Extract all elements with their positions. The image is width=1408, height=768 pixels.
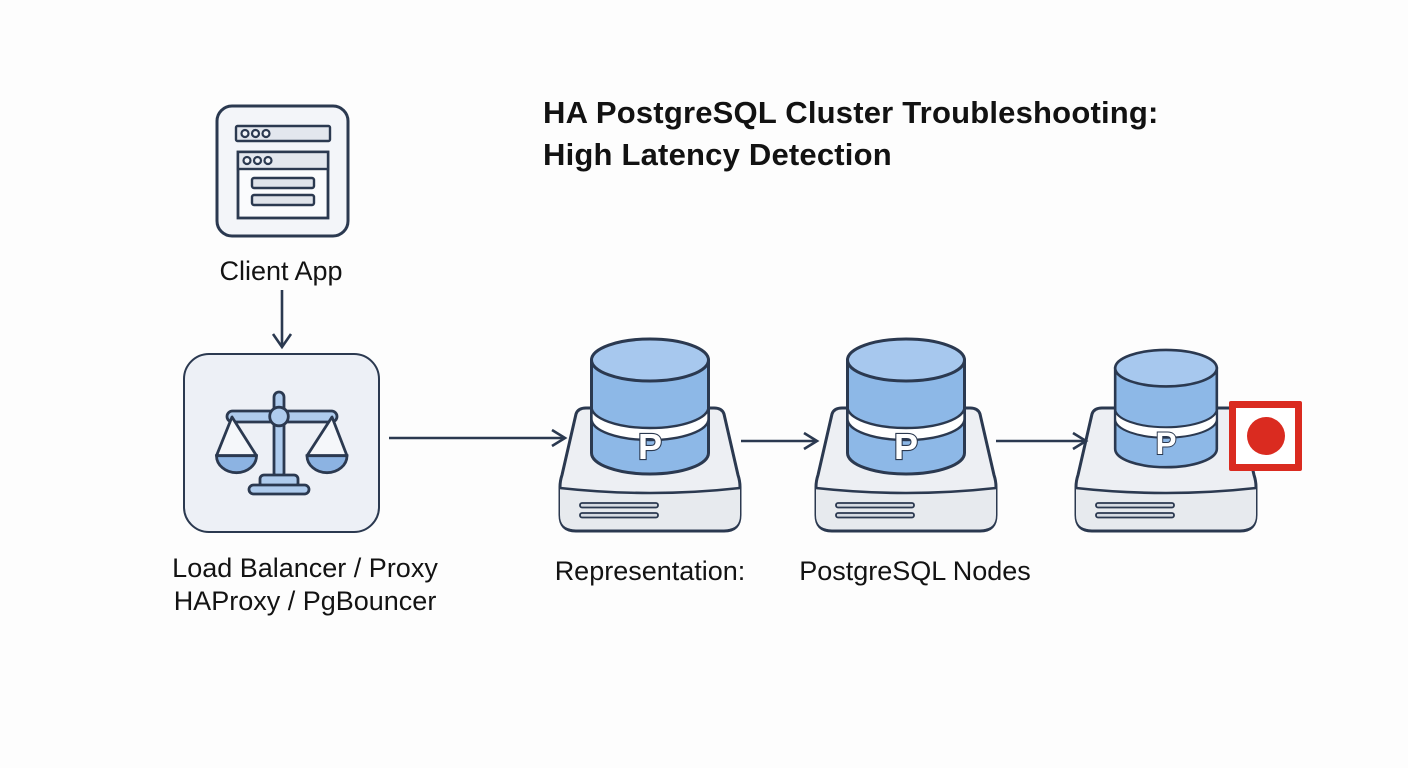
arrow-client-to-lb [271,290,293,350]
postgres-letter: P [894,426,918,467]
page-title-line2: High Latency Detection [543,137,892,172]
client-app-label: Client App [219,256,343,286]
arrow-lb-to-node1 [389,428,568,448]
postgres-node-1: P [558,337,742,535]
page-title-line1: HA PostgreSQL Cluster Troubleshooting: [543,95,1159,130]
alert-dot-icon [1246,417,1285,455]
caption-postgres-nodes: PostgreSQL Nodes [799,556,1031,586]
load-balancer-label-line2: HAProxy / PgBouncer [173,586,437,616]
page-title: HA PostgreSQL Cluster Troubleshooting: H… [543,92,1159,176]
caption-representation: Representation: [554,556,746,586]
load-balancer-label-line1: Load Balancer / Proxy [172,553,438,583]
client-app-icon [215,104,350,238]
database-cylinder-icon: P [846,337,966,476]
balance-scale-icon [215,390,349,496]
postgres-letter: P [1156,426,1177,461]
postgres-letter: P [638,426,662,467]
arrow-node1-to-node2 [741,431,820,451]
high-latency-indicator [1229,401,1302,471]
arrow-node2-to-node3 [996,431,1089,451]
database-cylinder-icon: P [1113,348,1219,469]
postgres-node-2: P [814,337,998,535]
load-balancer-box [183,353,380,533]
load-balancer-label: Load Balancer / Proxy HAProxy / PgBounce… [150,552,460,618]
database-cylinder-icon: P [590,337,710,476]
